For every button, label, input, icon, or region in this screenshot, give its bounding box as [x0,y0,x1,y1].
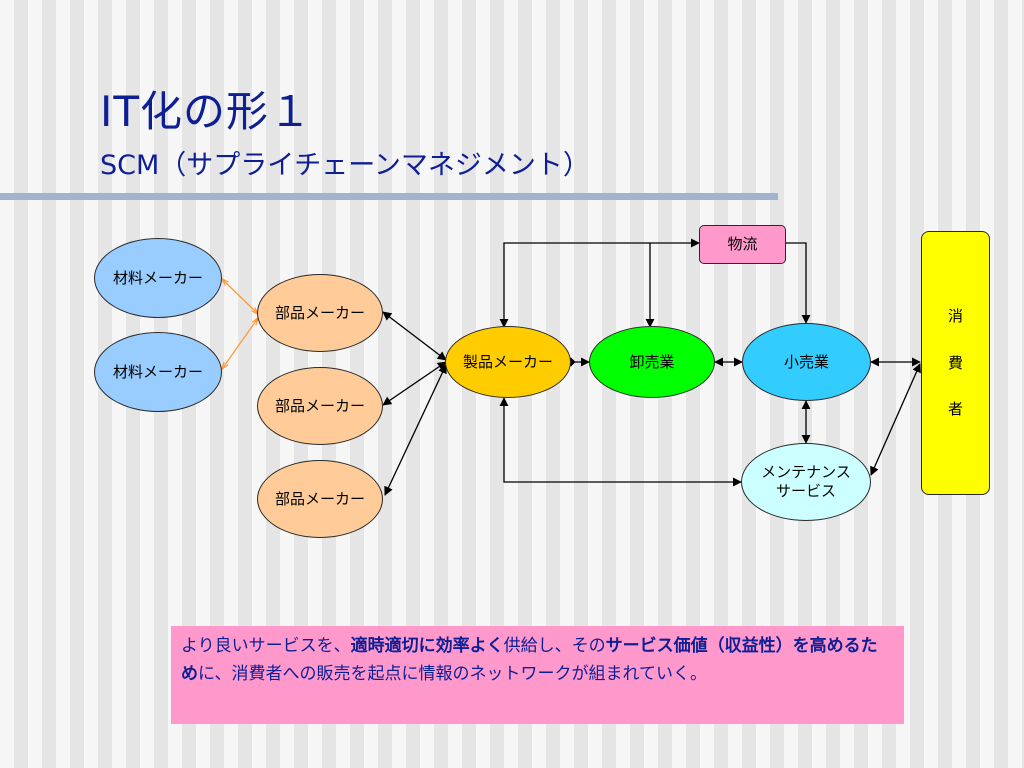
link-material2-parts1 [222,318,258,369]
slide-title: IT化の形１ [100,87,313,136]
material-maker-node-2: 材料メーカー [94,332,222,412]
note-text-3: 供給し、その [503,636,606,656]
link-parts3-product [384,364,447,496]
logistics-node: 物流 [699,225,786,264]
retail-node: 小売業 [742,323,871,401]
consumer-char-3: 者 [947,400,963,419]
link-product-maintenance [499,397,742,487]
link-logistics-retail [786,242,811,324]
link-parts1-product [382,311,447,361]
link-maintenance-consumer [870,363,921,476]
parts-maker-node-1: 部品メーカー [257,274,383,352]
material-maker-node-1: 材料メーカー [94,238,222,318]
wholesale-node: 卸売業 [589,326,715,398]
consumer-char-1: 消 [947,306,963,325]
slide-subtitle: SCM（サプライチェーンマネジメント） [100,150,590,181]
note-text-5: に、消費者への販売を起点に情報のネットワークが組まれていく。 [198,664,707,684]
consumer-node: 消 費 者 [921,231,990,495]
maintenance-label-line1: メンテナンス [761,463,851,482]
consumer-char-2: 費 [947,353,963,372]
link-product-logistics [499,238,700,328]
summary-note: より良いサービスを、適時適切に効率よく供給し、そのサービス価値（収益性）を高める… [171,626,904,724]
product-maker-node: 製品メーカー [445,326,571,398]
note-text-2: 適時適切に効率よく [350,636,504,656]
maintenance-label-line2: サービス [775,482,836,500]
parts-maker-node-3: 部品メーカー [257,460,383,538]
link-parts2-product [382,361,447,406]
parts-maker-node-2: 部品メーカー [257,367,383,445]
maintenance-service-node: メンテナンス サービス [741,443,871,521]
note-text-1: より良いサービスを、 [181,636,351,656]
title-divider [0,193,778,200]
note-text-4: サービス価値（収益性）を高めるため [181,636,878,684]
link-material1-parts1 [222,279,258,314]
